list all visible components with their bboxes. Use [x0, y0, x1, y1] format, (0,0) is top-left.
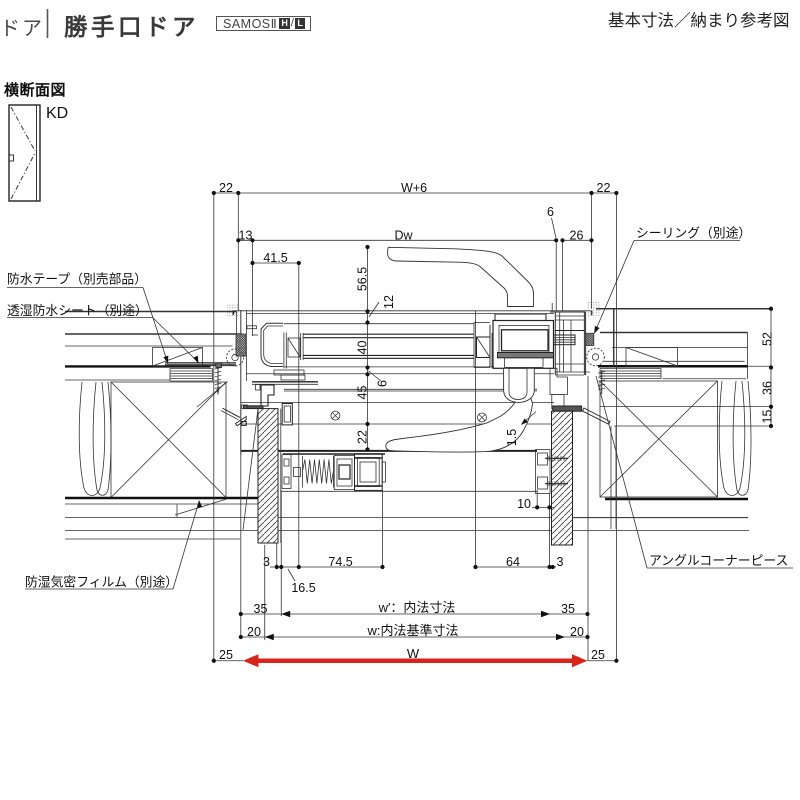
- svg-text:w:内法基準寸法: w:内法基準寸法: [366, 623, 458, 638]
- svg-text:22: 22: [219, 181, 233, 195]
- svg-text:35: 35: [561, 602, 575, 616]
- svg-text:20: 20: [570, 625, 584, 639]
- svg-text:3: 3: [263, 555, 270, 569]
- svg-text:10: 10: [517, 497, 531, 511]
- svg-text:64: 64: [506, 555, 520, 569]
- svg-text:6: 6: [376, 380, 390, 387]
- svg-text:W: W: [407, 646, 420, 661]
- svg-text:22: 22: [356, 430, 370, 444]
- svg-text:6: 6: [547, 205, 554, 219]
- svg-text:12: 12: [382, 295, 396, 309]
- svg-text:防湿気密フィルム（別途）: 防湿気密フィルム（別途）: [25, 575, 178, 590]
- svg-text:W+6: W+6: [401, 181, 427, 195]
- svg-text:74.5: 74.5: [328, 555, 352, 569]
- svg-text:25: 25: [591, 648, 605, 662]
- svg-text:35: 35: [254, 602, 268, 616]
- svg-text:25: 25: [219, 648, 233, 662]
- svg-text:52: 52: [761, 332, 775, 346]
- svg-text:Dw: Dw: [394, 228, 413, 242]
- svg-text:シーリング（別途）: シーリング（別途）: [636, 226, 751, 241]
- svg-text:20: 20: [247, 625, 261, 639]
- svg-text:13: 13: [239, 228, 253, 242]
- svg-text:56.5: 56.5: [356, 267, 370, 291]
- svg-text:透湿防水シート（別途）: 透湿防水シート（別途）: [7, 303, 148, 318]
- svg-text:3: 3: [557, 555, 564, 569]
- svg-text:1.5: 1.5: [505, 429, 519, 446]
- svg-text:16.5: 16.5: [291, 581, 315, 595]
- svg-text:w′：内法寸法: w′：内法寸法: [378, 600, 456, 615]
- svg-text:40: 40: [356, 341, 370, 355]
- svg-text:防水テープ（別売部品）: 防水テープ（別売部品）: [7, 272, 147, 287]
- svg-text:41.5: 41.5: [263, 251, 287, 265]
- svg-text:22: 22: [597, 181, 611, 195]
- svg-text:15: 15: [761, 410, 775, 424]
- svg-text:36: 36: [761, 381, 775, 395]
- svg-text:26: 26: [570, 228, 584, 242]
- svg-text:アングルコーナーピース: アングルコーナーピース: [649, 553, 788, 568]
- svg-text:45: 45: [356, 386, 370, 400]
